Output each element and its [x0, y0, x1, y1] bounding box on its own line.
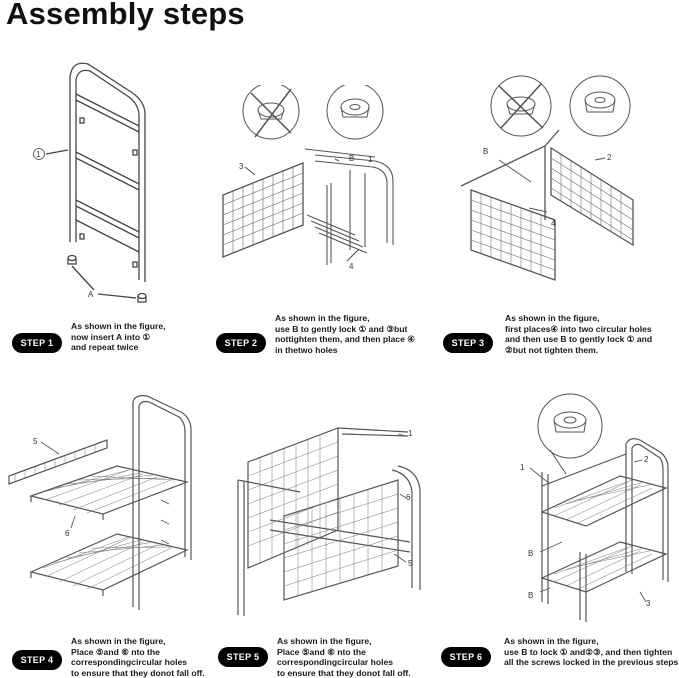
svg-text:5: 5	[408, 559, 413, 568]
step5-text: As shown in the figure, Place ⑤and ⑥ nto…	[277, 636, 411, 678]
step4-illustration: 5 6	[5, 392, 205, 617]
step2-line1: As shown in the figure,	[275, 313, 370, 323]
svg-text:6: 6	[406, 493, 411, 502]
svg-text:1: 1	[408, 429, 413, 438]
svg-text:B: B	[483, 147, 488, 156]
step4-line2: Place ⑤and ⑥ nto the	[71, 646, 160, 657]
svg-text:4: 4	[349, 262, 354, 271]
step4-badge: STEP 4	[12, 650, 62, 670]
svg-text:B: B	[528, 549, 533, 558]
step3-text: As shown in the figure, first places④ in…	[505, 313, 652, 355]
step6-text: As shown in the figure, use B to lock ① …	[504, 636, 679, 668]
step3-line2: first places④ into two circular holes	[505, 323, 652, 334]
svg-text:1: 1	[36, 150, 41, 159]
svg-text:1: 1	[368, 155, 373, 164]
step1-text: As shown in the figure, now insert A int…	[71, 321, 166, 353]
step1-line3: and repeat twice	[71, 342, 139, 353]
step2-text: As shown in the figure, use B to gently …	[275, 313, 415, 355]
step1-badge: STEP 1	[12, 333, 62, 353]
step2-line3: nottighten them, and then place ④	[275, 334, 415, 345]
step6-line2: use B to lock ① and②③, and then tighten	[504, 646, 673, 657]
step6-badge: STEP 6	[441, 647, 491, 667]
svg-text:B: B	[528, 591, 533, 600]
step2-illustration: 3 B 1 4	[215, 85, 405, 280]
step5-line4: to ensure that they donot fall off.	[277, 667, 411, 678]
step2-line2: use B to gently lock ① and ③but	[275, 323, 408, 334]
step4-line1: As shown in the figure,	[71, 636, 166, 646]
step1-line1: As shown in the figure,	[71, 321, 166, 331]
step5-line1: As shown in the figure,	[277, 636, 372, 646]
step6-line3: all the screws locked in the previous st…	[504, 657, 679, 668]
step4-line4: to ensure that they donot fall off.	[71, 667, 205, 678]
step6-illustration: 1 2 B B 3	[510, 392, 679, 627]
svg-text:2: 2	[644, 455, 649, 464]
step3-illustration: B 2 4	[455, 70, 645, 290]
svg-text:4: 4	[551, 219, 556, 228]
page-title: Assembly steps	[6, 0, 245, 31]
step5-illustration: 1 6 5	[230, 420, 440, 620]
step1-line2: now insert A into ①	[71, 331, 151, 342]
step3-badge: STEP 3	[443, 333, 493, 353]
label-A: A	[88, 290, 94, 299]
step5-line3: correspondingcircular holes	[277, 657, 394, 668]
svg-text:6: 6	[65, 529, 70, 538]
svg-text:5: 5	[33, 437, 38, 446]
svg-text:3: 3	[646, 599, 651, 608]
step5-line2: Place ⑤and ⑥ nto the	[277, 646, 366, 657]
step3-line3: and then use B to gently lock ① and	[505, 334, 653, 345]
svg-text:2: 2	[607, 153, 612, 162]
svg-text:B: B	[349, 154, 354, 163]
step4-line3: correspondingcircular holes	[71, 657, 188, 668]
step4-text: As shown in the figure, Place ⑤and ⑥ nto…	[71, 636, 205, 678]
step3-line1: As shown in the figure,	[505, 313, 600, 323]
step2-badge: STEP 2	[216, 333, 266, 353]
step3-line4: ②but not tighten them.	[505, 344, 599, 355]
step6-line1: As shown in the figure,	[504, 636, 599, 646]
step2-line4: in thetwo holes	[275, 344, 338, 355]
step1-illustration: ① 1 A	[20, 52, 170, 312]
step5-badge: STEP 5	[218, 647, 268, 667]
svg-text:1: 1	[520, 463, 525, 472]
svg-text:3: 3	[239, 162, 244, 171]
